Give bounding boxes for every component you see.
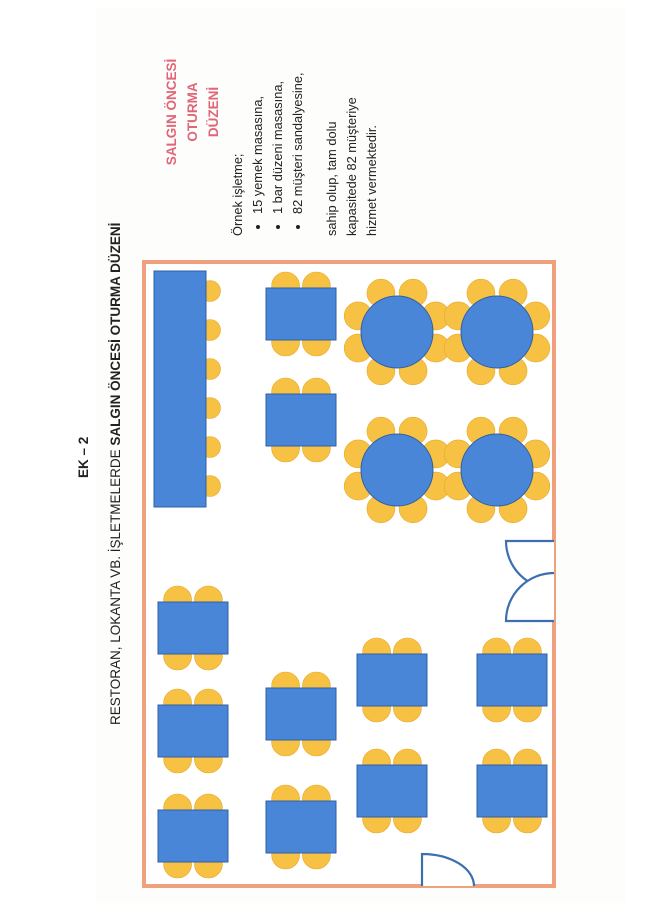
sidebar-title-line2: DÜZENİ <box>206 86 221 138</box>
dining-table <box>476 764 548 818</box>
sidebar-closing-line: hizmet vermektedir. <box>364 125 379 236</box>
round-table <box>360 295 434 369</box>
sidebar-description: Örnek işletme; 15 yemek masasına, 1 bar … <box>228 72 382 236</box>
list-item: 15 yemek masasına, <box>248 72 268 214</box>
dining-table <box>356 764 428 818</box>
dining-table <box>265 687 337 741</box>
dining-table <box>157 601 229 655</box>
dining-table <box>265 800 337 854</box>
document-subtitle: RESTORAN, LOKANTA VB. İŞLETMELERDE SALGI… <box>108 223 123 725</box>
dining-table <box>265 393 337 447</box>
doors <box>420 539 555 887</box>
list-item: 82 müşteri sandalyesine, <box>288 72 308 214</box>
annex-title: EK – 2 <box>76 436 91 478</box>
bar-counter <box>153 270 207 508</box>
round-table <box>360 433 434 507</box>
subtitle-bold: SALGIN ÖNCESİ OTURMA DÜZENİ <box>108 222 123 446</box>
dining-table <box>476 653 548 707</box>
dining-table <box>157 809 229 863</box>
subtitle-prefix: RESTORAN, LOKANTA VB. İŞLETMELERDE <box>108 445 123 725</box>
seating-floor-plan <box>142 260 556 888</box>
right-door-lower-leaf <box>504 571 555 623</box>
dining-table <box>157 704 229 758</box>
tables <box>153 270 548 863</box>
sidebar-title: SALGIN ÖNCESİ OTURMA DÜZENİ <box>161 32 224 192</box>
round-table <box>460 433 534 507</box>
sidebar-closing-line: kapasitede 82 müşteriye <box>344 97 359 236</box>
round-table <box>460 295 534 369</box>
dining-table <box>265 287 337 341</box>
list-item: 1 bar düzeni masasına, <box>268 72 288 214</box>
dining-table <box>356 653 428 707</box>
sidebar-intro: Örnek işletme; <box>230 153 245 237</box>
sidebar-title-line1: SALGIN ÖNCESİ OTURMA <box>164 58 200 166</box>
sidebar-bullet-list: 15 yemek masasına, 1 bar düzeni masasına… <box>248 72 308 236</box>
bottom-door <box>420 852 476 887</box>
sidebar-closing-line: sahip olup, tam dolu <box>324 121 339 236</box>
